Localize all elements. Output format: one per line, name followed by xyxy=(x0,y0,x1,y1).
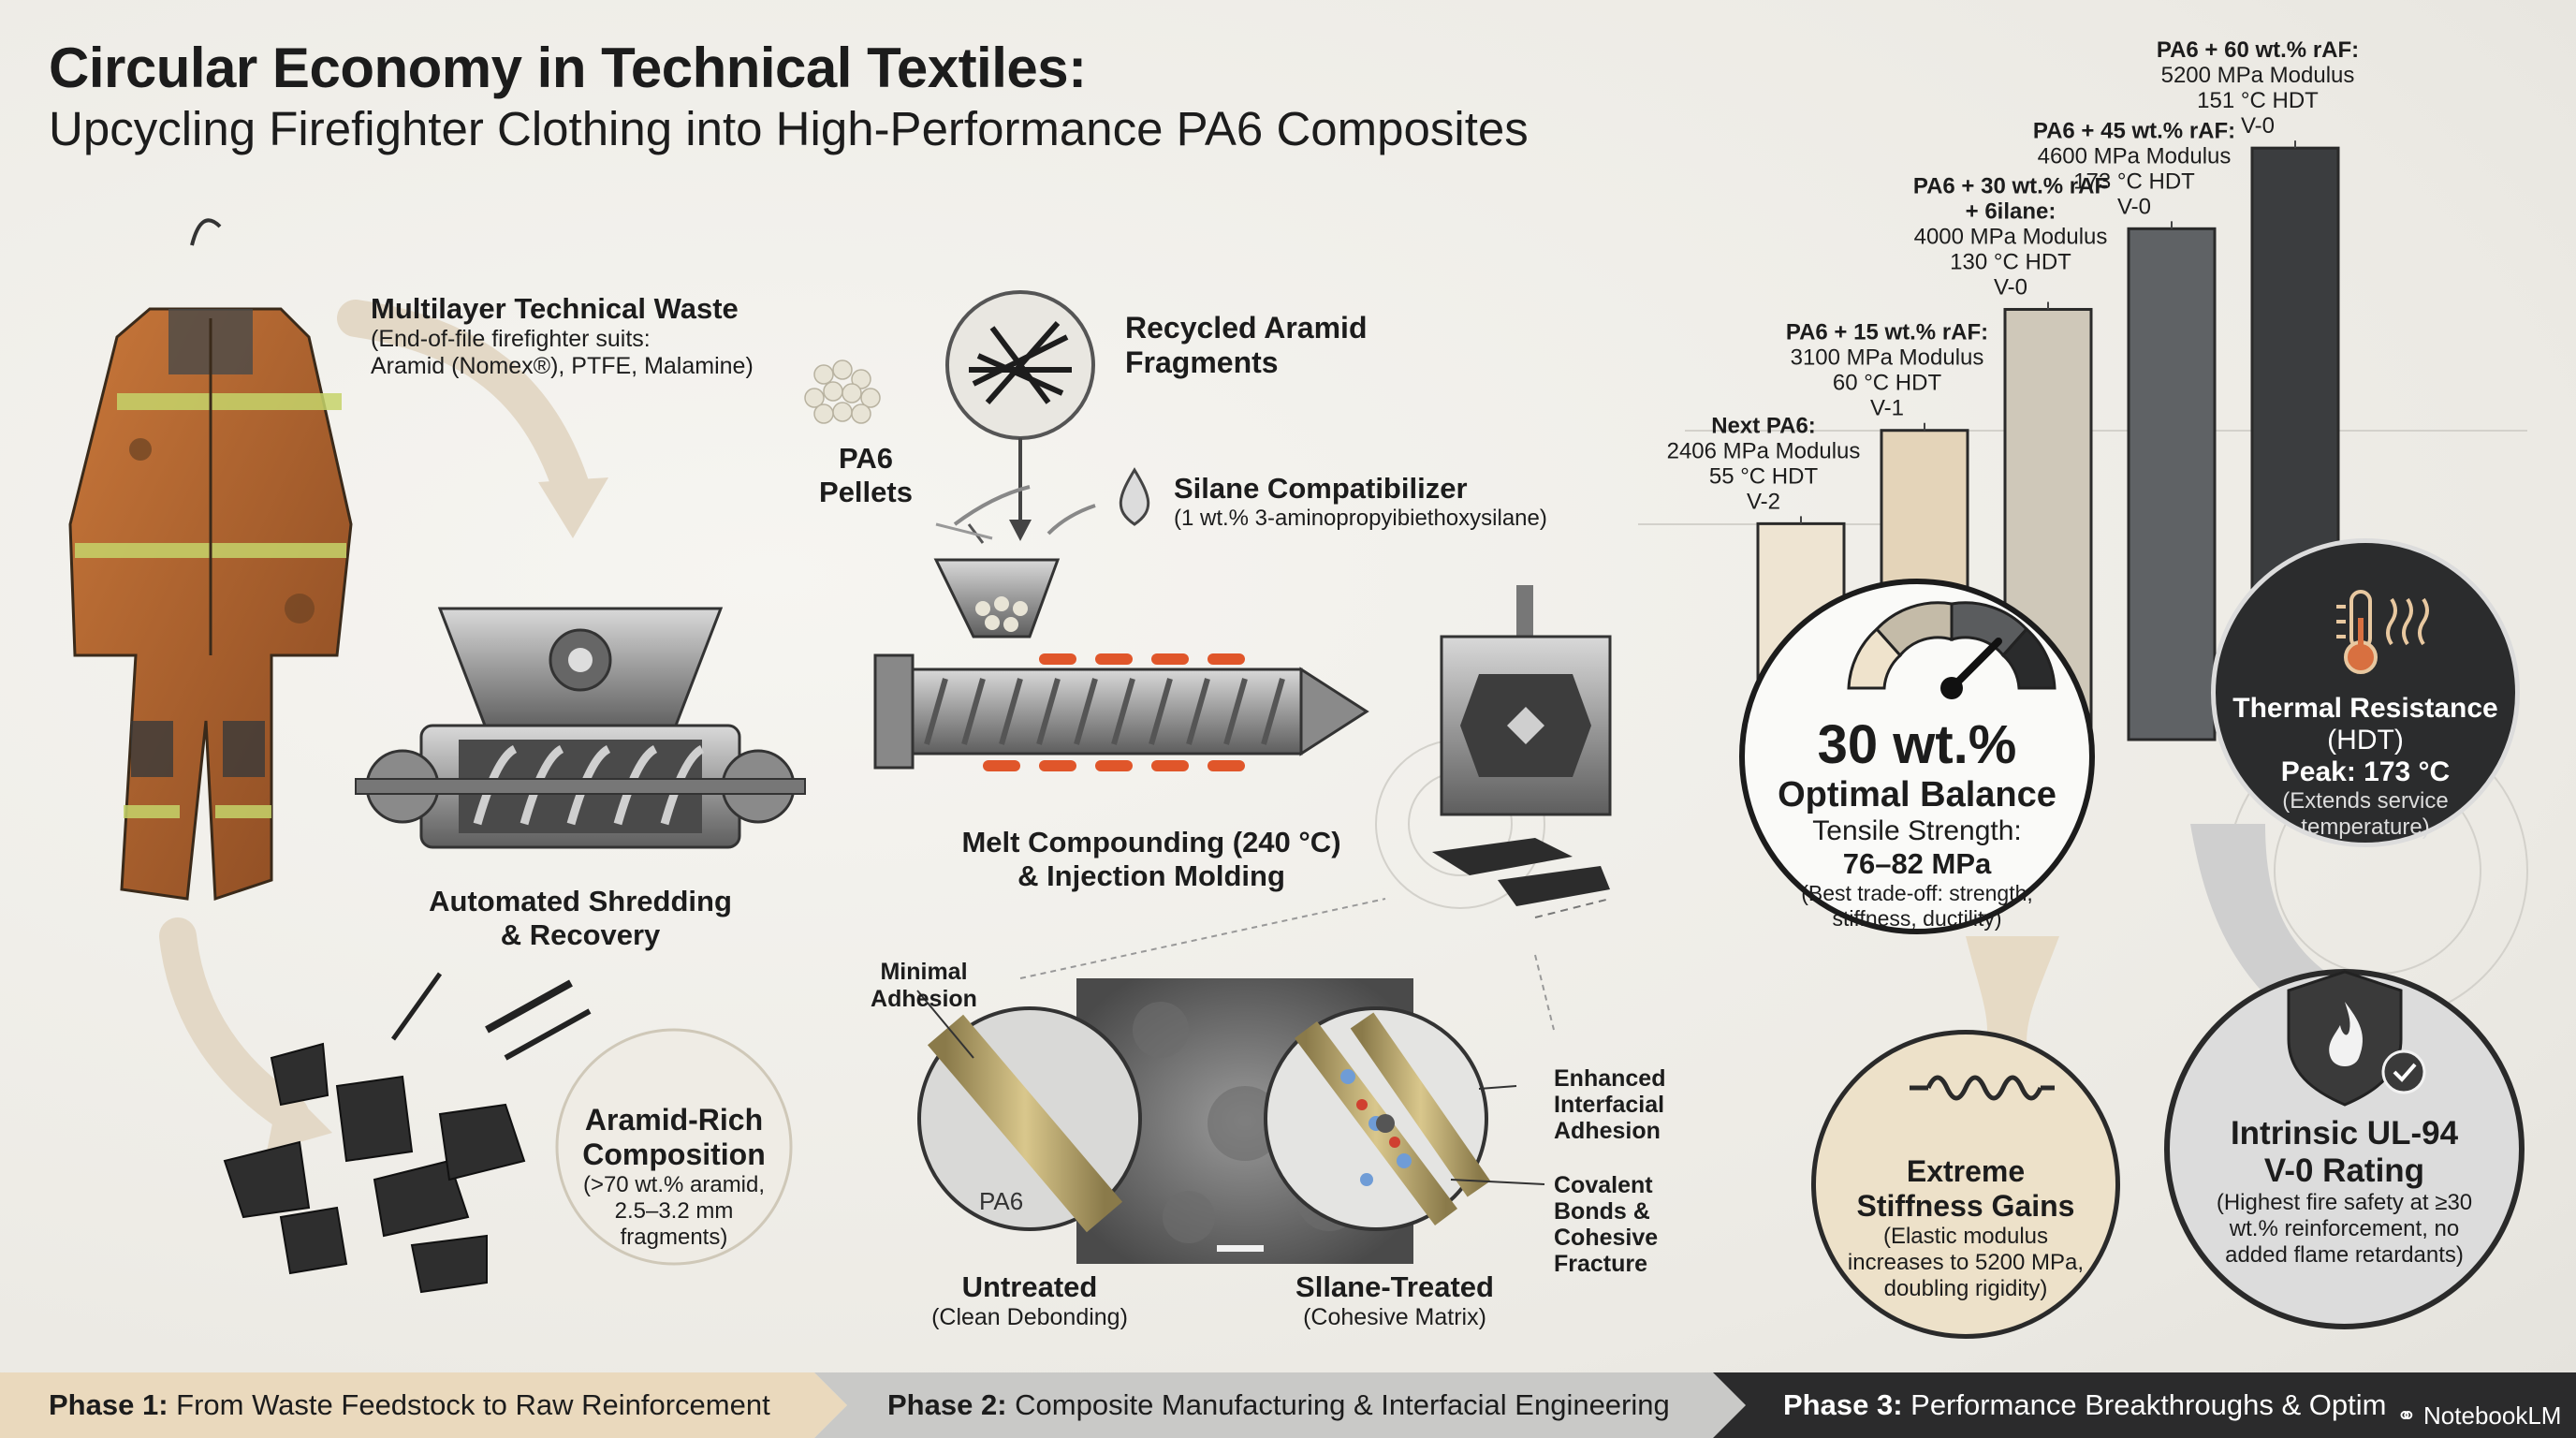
bar-label-2-2: 4000 MPa Modulus xyxy=(1914,224,2108,249)
shredding-label: Automated Shredding & Recovery xyxy=(429,885,732,951)
minimal-adhesion-label: Minimal Adhesion xyxy=(871,959,977,1012)
pa6-matrix-label: PA6 xyxy=(979,1187,1024,1215)
bar-label-3-1: 4600 MPa Modulus xyxy=(2038,143,2232,169)
bar-label-3-2: 173 °C HDT xyxy=(2073,169,2195,194)
pa6-pellets xyxy=(804,360,881,424)
bar-label-2-3: 130 °C HDT xyxy=(1950,249,2071,274)
bar-label-4-2: 151 °C HDT xyxy=(2197,88,2319,113)
bar-label-3-3: V-0 xyxy=(2117,194,2151,219)
firefighter-suit-illustration xyxy=(68,218,353,902)
bar-label-3-0: PA6 + 45 wt.% rAF: xyxy=(2033,118,2235,143)
shredder-illustration xyxy=(355,607,806,849)
mold-illustration xyxy=(1432,585,1612,918)
aramid-circle-bg xyxy=(555,1028,793,1266)
bar-label-0-3: V-2 xyxy=(1747,489,1780,514)
silane-label: Silane Compatibilizer (1 wt.% 3-aminopro… xyxy=(1174,472,1547,531)
enhanced-adhesion-label: Enhanced Interfacial Adhesion xyxy=(1554,1065,1666,1144)
page-title: Circular Economy in Technical Textiles: xyxy=(49,37,1087,99)
aramid-fragments-pile xyxy=(223,972,592,1294)
notebooklm-logo-icon: ⚭ xyxy=(2396,1401,2417,1430)
bar-label-1-1: 3100 MPa Modulus xyxy=(1791,345,1984,371)
bar-label-4-0: PA6 + 60 wt.% rAF: xyxy=(2157,37,2359,63)
flow-arrow-1 xyxy=(538,477,608,538)
silane-treated-label: Sllane-Treated (Cohesive Matrix) xyxy=(1295,1270,1494,1330)
pa6-pellets-label: PA6 Pellets xyxy=(819,442,913,508)
page-subtitle: Upcycling Firefighter Clothing into High… xyxy=(49,102,1529,155)
bar-label-2-1: + 6ilane: xyxy=(1966,198,2056,224)
bar-label-0-0: Next PA6: xyxy=(1711,413,1816,438)
bar-label-4-3: V-0 xyxy=(2241,113,2275,139)
covalent-bonds-label: Covalent Bonds & Cohesive Fracture xyxy=(1554,1172,1659,1277)
stiffness-card: Extreme Stiffness Gains (Elastic modulus… xyxy=(1811,1030,2120,1339)
phase2-footer: Phase 2: Composite Manufacturing & Inter… xyxy=(887,1388,1670,1421)
optimal-balance-card: 30 wt.% Optimal Balance Tensile Strength… xyxy=(1739,579,2095,934)
bar-label-0-2: 55 °C HDT xyxy=(1709,463,1819,489)
waste-label: Multilayer Technical Waste (End-of-file … xyxy=(371,292,754,379)
bar-label-0-1: 2406 MPa Modulus xyxy=(1667,438,1861,463)
bar-3 xyxy=(2127,227,2217,741)
bar-label-2-0: PA6 + 30 wt.% rAF xyxy=(1913,173,2108,198)
aramid-composition-label: Aramid-Rich Composition (>70 wt.% aramid… xyxy=(582,1103,766,1250)
recycled-aramid-label: Recycled Aramid Fragments xyxy=(1125,311,1368,379)
bar-label-1-3: V-1 xyxy=(1870,396,1904,421)
bar-label-4-1: 5200 MPa Modulus xyxy=(2161,63,2355,88)
phase1-footer: Phase 1: From Waste Feedstock to Raw Rei… xyxy=(49,1388,770,1421)
silane-drop xyxy=(1119,467,1150,526)
ul94-card: Intrinsic UL-94 V-0 Rating (Highest fire… xyxy=(2164,969,2525,1329)
untreated-label: Untreated (Clean Debonding) xyxy=(931,1270,1128,1330)
bar-label-1-2: 60 °C HDT xyxy=(1833,371,1942,396)
bar-label-1-0: PA6 + 15 wt.% rAF: xyxy=(1786,320,1988,345)
bar-label-2-4: V-0 xyxy=(1994,274,2027,300)
melt-compounding-label: Melt Compounding (240 °C) & Injection Mo… xyxy=(961,826,1341,892)
thermal-resistance-card: Thermal Resistance (HDT) Peak: 173 °C (E… xyxy=(2211,538,2520,847)
extruder-illustration xyxy=(873,558,1369,771)
brand-watermark: ⚭ NotebookLM xyxy=(2385,1393,2576,1438)
